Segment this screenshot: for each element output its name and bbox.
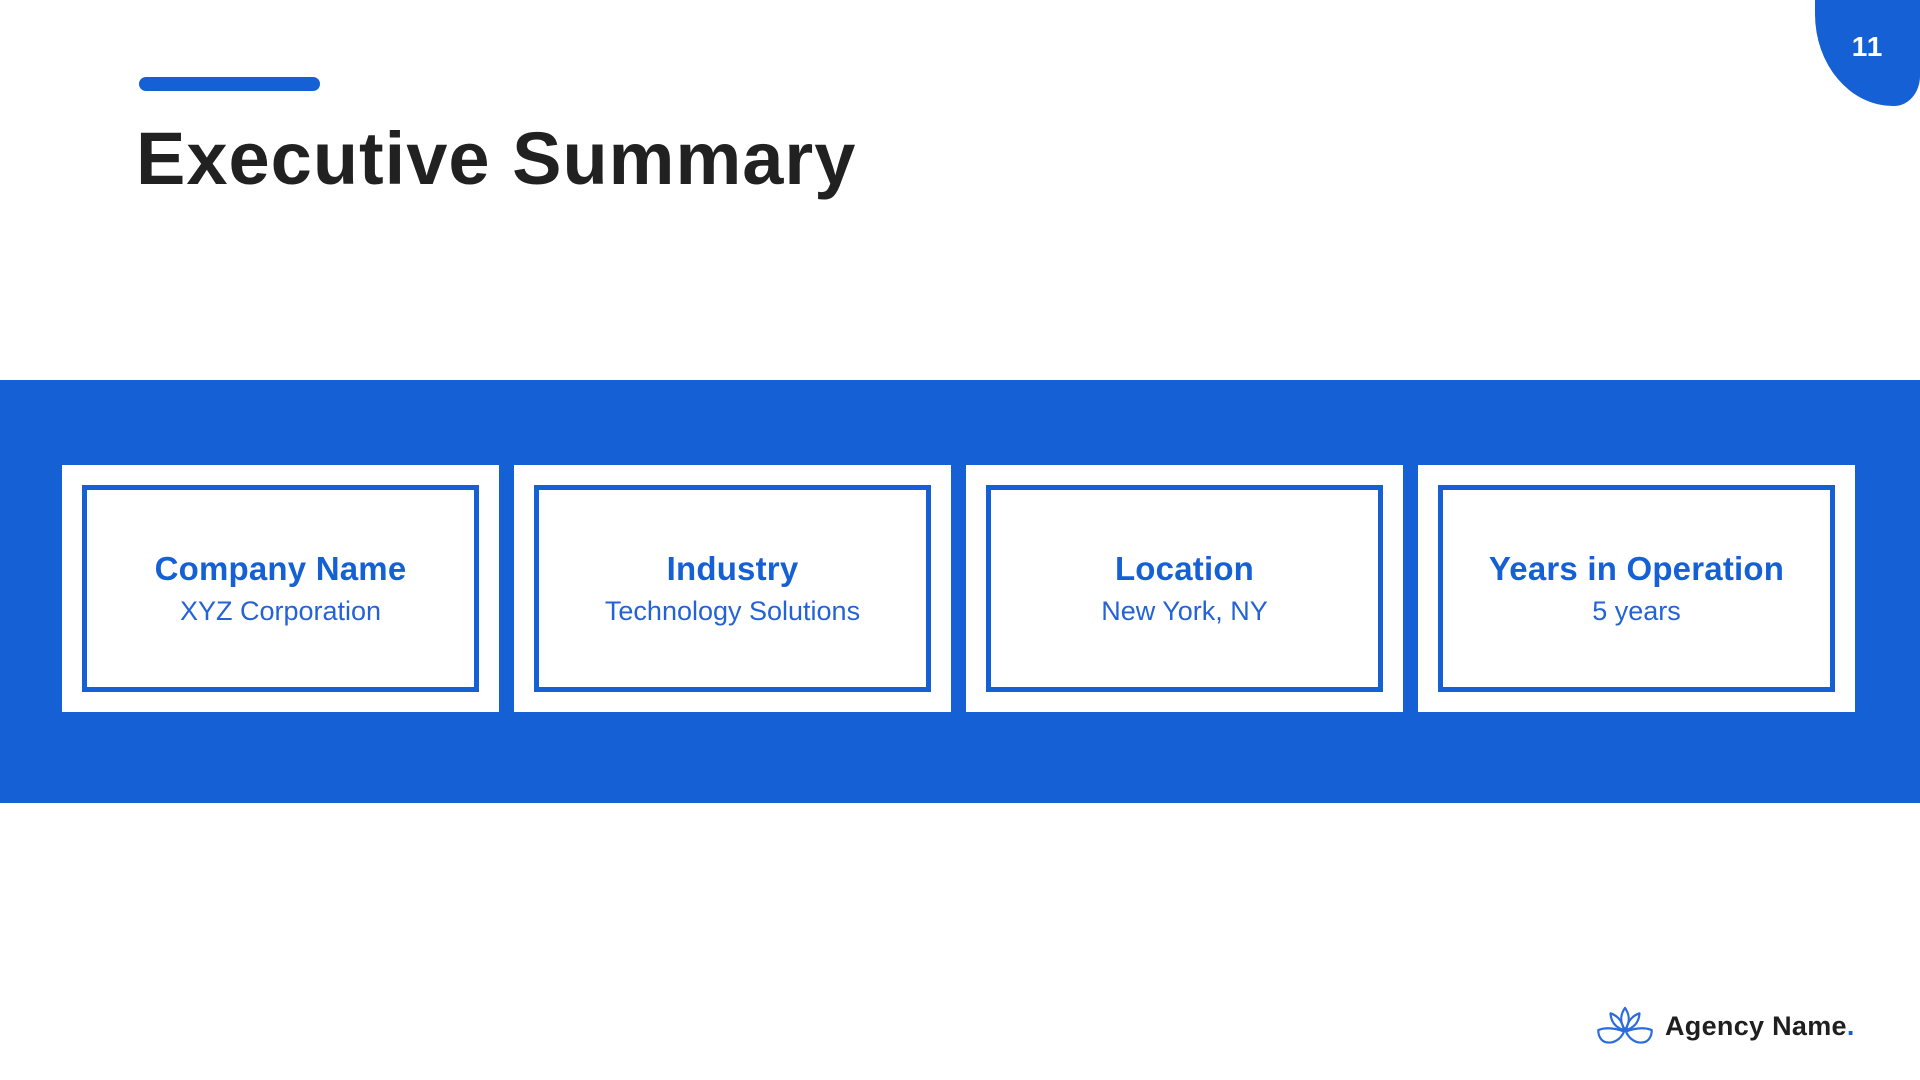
card-value: XYZ Corporation — [179, 596, 382, 627]
brand-dot: . — [1846, 1010, 1855, 1041]
brand-name: Agency Name. — [1665, 1011, 1855, 1042]
lotus-flower-icon — [1596, 1005, 1654, 1047]
card-label: Years in Operation — [1488, 549, 1785, 587]
summary-cards-row: Company Name XYZ Corporation Industry Te… — [62, 465, 1855, 712]
agency-brand: Agency Name. — [1596, 1002, 1855, 1050]
card-label: Company Name — [154, 549, 407, 587]
card-value: New York, NY — [1101, 596, 1268, 627]
card-inner-frame: Location New York, NY — [986, 485, 1383, 692]
card-inner-frame: Company Name XYZ Corporation — [82, 485, 479, 692]
card-label: Industry — [666, 549, 799, 587]
brand-name-text: Agency Name — [1665, 1010, 1847, 1041]
card-label: Location — [1114, 549, 1255, 587]
page-number: 11 — [1851, 31, 1884, 62]
highlight-band: Company Name XYZ Corporation Industry Te… — [0, 380, 1920, 803]
title-accent-dash — [139, 77, 320, 91]
card-value: 5 years — [1592, 596, 1681, 627]
page-title: Executive Summary — [136, 117, 857, 200]
card-value: Technology Solutions — [604, 596, 861, 627]
card-location: Location New York, NY — [966, 465, 1403, 712]
card-company-name: Company Name XYZ Corporation — [62, 465, 499, 712]
page-number-badge: 11 — [1815, 0, 1920, 106]
card-years-in-operation: Years in Operation 5 years — [1418, 465, 1855, 712]
card-inner-frame: Industry Technology Solutions — [534, 485, 931, 692]
card-industry: Industry Technology Solutions — [514, 465, 951, 712]
card-inner-frame: Years in Operation 5 years — [1438, 485, 1835, 692]
